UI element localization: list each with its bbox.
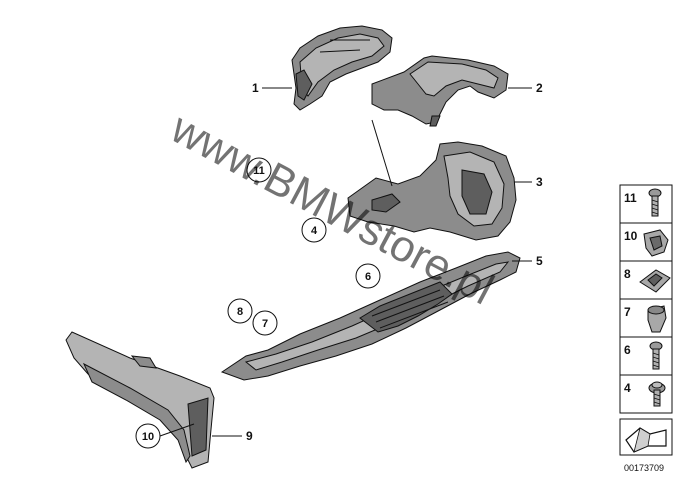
- part-9-side-trim-panel: [65, 331, 215, 469]
- svg-text:6: 6: [365, 271, 371, 283]
- part-3-lower-shroud: [347, 141, 517, 241]
- fastener-legend: 11 10 8 7: [619, 184, 673, 456]
- clip-icon: [643, 229, 669, 257]
- legend-symbol-box: [619, 418, 673, 456]
- legend-row-6: 6: [619, 336, 673, 376]
- callout-1: 1: [252, 81, 259, 95]
- document-number: 00173709: [624, 463, 664, 473]
- legend-row-4: 4: [619, 374, 673, 414]
- callout-5: 5: [536, 254, 543, 268]
- circled-callout-8: 8: [227, 298, 253, 324]
- svg-text:6: 6: [624, 343, 631, 357]
- svg-text:11: 11: [253, 165, 265, 177]
- circled-callout-11: 11: [246, 157, 272, 183]
- circled-callout-4: 4: [301, 217, 327, 243]
- svg-text:10: 10: [624, 229, 638, 243]
- screw-icon: [649, 341, 663, 370]
- svg-text:10: 10: [142, 431, 154, 443]
- leader-assembly: [371, 119, 393, 187]
- svg-text:7: 7: [624, 305, 631, 319]
- circled-callout-7: 7: [252, 310, 278, 336]
- svg-text:8: 8: [624, 267, 631, 281]
- callout-3: 3: [536, 175, 543, 189]
- svg-text:11: 11: [624, 191, 637, 205]
- part-1-upper-trim: [291, 25, 393, 111]
- svg-text:7: 7: [262, 318, 268, 330]
- part-5-lower-trim-strip: [220, 251, 521, 381]
- legend-row-8: 8: [619, 260, 673, 300]
- legend-row-7: 7: [619, 298, 673, 338]
- flange-screw-icon: [648, 381, 666, 407]
- svg-text:8: 8: [237, 306, 243, 318]
- arrow-icon: [625, 427, 667, 453]
- square-nut-icon: [639, 269, 671, 293]
- screw-icon: [648, 188, 662, 217]
- circled-callout-10: 10: [135, 423, 161, 449]
- expanding-nut-icon: [647, 305, 667, 333]
- circled-callout-6: 6: [355, 263, 381, 289]
- callout-9: 9: [246, 429, 253, 443]
- callout-2: 2: [536, 81, 543, 95]
- legend-row-10: 10: [619, 222, 673, 262]
- svg-text:4: 4: [311, 225, 318, 237]
- svg-text:4: 4: [624, 381, 631, 395]
- legend-row-11: 11: [619, 184, 673, 224]
- leader-c10: [159, 423, 195, 437]
- part-2-upper-shroud: [371, 55, 509, 127]
